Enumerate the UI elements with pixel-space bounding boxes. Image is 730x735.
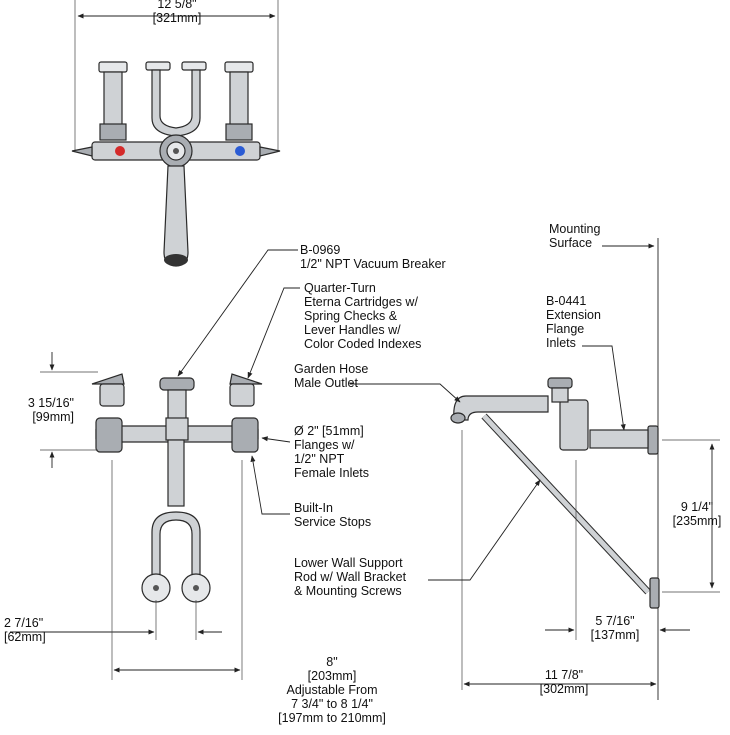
flanges-line-2: Flanges w/ <box>294 438 355 452</box>
mounting-surface-line-2: Surface <box>549 236 593 250</box>
handle-height-imperial: 3 15/16" <box>27 396 74 410</box>
center-spacing-imperial: 8" <box>326 655 338 669</box>
center-spacing-dimension: 8" [203mm] Adjustable From 7 3/4" to 8 1… <box>262 655 402 725</box>
cartridges-line-4: Lever Handles w/ <box>304 323 401 337</box>
vacuum-breaker-callout: B-0969 1/2" NPT Vacuum Breaker <box>300 243 446 271</box>
flanges-line-3: 1/2" NPT <box>294 452 345 466</box>
cartridges-line-3: Spring Checks & <box>304 309 398 323</box>
flanges-line-1: Ø 2" [51mm] <box>294 424 364 438</box>
flanges-callout: Ø 2" [51mm] Flanges w/ 1/2" NPT Female I… <box>294 424 369 480</box>
service-stops-callout: Built-In Service Stops <box>294 501 371 529</box>
overall-width-metric: [321mm] <box>152 11 202 25</box>
extension-flange-line-4: Inlets <box>546 336 576 350</box>
vacuum-breaker-desc: 1/2" NPT Vacuum Breaker <box>300 257 446 271</box>
center-spacing-note-1: Adjustable From <box>286 683 378 697</box>
center-spacing-note-3: [197mm to 210mm] <box>278 711 386 725</box>
handle-height-metric: [99mm] <box>32 410 74 424</box>
bracket-spacing-metric: [62mm] <box>4 630 46 644</box>
extension-flange-callout: B-0441 Extension Flange Inlets <box>546 294 601 350</box>
flange-offset-imperial: 5 7/16" <box>595 614 635 628</box>
flange-offset-metric: [137mm] <box>590 628 640 642</box>
wall-support-line-1: Lower Wall Support <box>294 556 403 570</box>
flanges-line-4: Female Inlets <box>294 466 370 480</box>
mounting-surface-line-1: Mounting <box>549 222 601 236</box>
cartridges-line-5: Color Coded Indexes <box>304 337 422 351</box>
extension-flange-line-2: Extension <box>546 308 601 322</box>
bracket-spacing-dimension: 2 7/16" [62mm] <box>4 616 46 644</box>
garden-hose-line-2: Male Outlet <box>294 376 358 390</box>
cold-index-icon <box>235 146 245 156</box>
cartridges-line-1: Quarter-Turn <box>304 281 376 295</box>
projection-imperial: 11 7/8" <box>544 668 584 682</box>
projection-metric: [302mm] <box>539 682 589 696</box>
cartridges-callout: Quarter-Turn Eterna Cartridges w/ Spring… <box>304 281 421 351</box>
center-spacing-note-2: 7 3/4" to 8 1/4" <box>291 697 373 711</box>
center-spacing-metric: [203mm] <box>307 669 357 683</box>
overall-width-dimension: 12 5/8" [321mm] <box>140 0 214 25</box>
garden-hose-callout: Garden Hose Male Outlet <box>294 362 368 390</box>
flange-offset-dimension: 5 7/16" [137mm] <box>576 614 654 642</box>
bracket-spacing-imperial: 2 7/16" <box>4 616 44 630</box>
projection-dimension: 11 7/8" [302mm] <box>526 668 602 696</box>
vacuum-breaker-part: B-0969 <box>300 243 341 257</box>
cartridges-line-2: Eterna Cartridges w/ <box>304 295 418 309</box>
extension-flange-part: B-0441 <box>546 294 587 308</box>
hot-index-icon <box>115 146 125 156</box>
side-view <box>350 238 720 700</box>
garden-hose-line-1: Garden Hose <box>294 362 369 376</box>
support-height-metric: [235mm] <box>672 514 722 528</box>
front-view <box>10 249 300 680</box>
wall-support-callout: Lower Wall Support Rod w/ Wall Bracket &… <box>294 556 406 598</box>
top-view <box>71 0 281 267</box>
mounting-surface-callout: Mounting Surface <box>549 222 600 250</box>
support-height-dimension: 9 1/4" [235mm] <box>664 500 730 528</box>
wall-support-line-3: & Mounting Screws <box>294 584 402 598</box>
support-height-imperial: 9 1/4" <box>680 500 714 514</box>
service-stops-line-1: Built-In <box>294 501 333 515</box>
extension-flange-line-3: Flange <box>546 322 585 336</box>
handle-height-dimension: 3 15/16" [99mm] <box>0 396 74 424</box>
service-stops-line-2: Service Stops <box>294 515 372 529</box>
wall-support-line-2: Rod w/ Wall Bracket <box>294 570 407 584</box>
overall-width-imperial: 12 5/8" <box>157 0 197 11</box>
